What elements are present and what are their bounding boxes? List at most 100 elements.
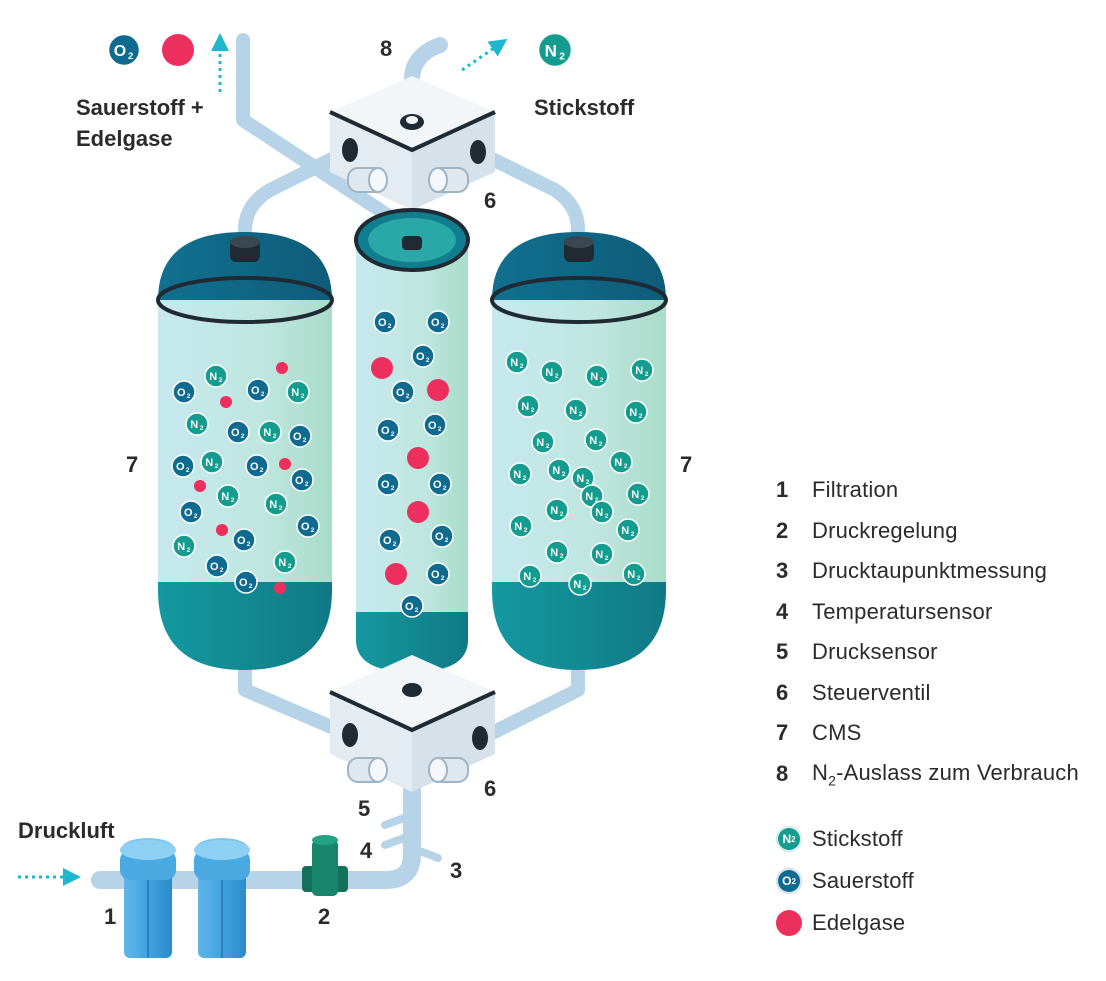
svg-text:N: N — [209, 371, 217, 383]
sensor-5-stub — [381, 811, 416, 829]
svg-text:2: 2 — [220, 567, 224, 574]
label-num-3: 3 — [450, 858, 462, 883]
legend-number: 6 — [776, 679, 789, 705]
svg-text:N: N — [569, 405, 577, 417]
svg-text:O: O — [239, 577, 248, 589]
edelgas-molecule — [427, 379, 449, 401]
svg-text:2: 2 — [303, 437, 307, 444]
svg-text:2: 2 — [645, 371, 649, 378]
legend-number: 3 — [776, 558, 789, 584]
svg-text:O: O — [295, 475, 304, 487]
label-num-2: 2 — [318, 904, 330, 929]
pipe-bottom-right — [475, 663, 585, 745]
svg-text:2: 2 — [219, 377, 223, 384]
svg-text:2: 2 — [301, 393, 305, 400]
port-right — [470, 140, 486, 164]
svg-text:O: O — [251, 385, 260, 397]
svg-text:2: 2 — [641, 495, 645, 502]
edelgas-molecule — [371, 357, 393, 379]
svg-text:2: 2 — [546, 443, 550, 450]
svg-text:N: N — [585, 491, 593, 503]
pressure-regulator — [302, 835, 348, 896]
svg-text:2: 2 — [586, 479, 590, 486]
label-num-7-right: 7 — [680, 452, 692, 477]
svg-text:O: O — [435, 531, 444, 543]
legend-item-6: 6 Steuerventil — [776, 673, 1096, 714]
svg-text:2: 2 — [247, 541, 251, 548]
svg-text:2: 2 — [406, 393, 410, 400]
filter-right — [194, 838, 250, 958]
svg-text:O: O — [177, 387, 186, 399]
legend-text-post: -Auslass zum Verbrauch — [836, 759, 1079, 785]
svg-text:2: 2 — [441, 323, 445, 330]
svg-text:O: O — [383, 535, 392, 547]
svg-text:2: 2 — [637, 575, 641, 582]
label-sauerstoff-plus: Sauerstoff + — [76, 95, 204, 120]
svg-text:2: 2 — [523, 475, 527, 482]
bottom-valve-block — [329, 655, 496, 792]
svg-text:N: N — [576, 473, 584, 485]
legend-text: Steuerventil — [812, 679, 931, 705]
svg-text:N: N — [177, 541, 185, 553]
label-num-5: 5 — [358, 796, 370, 821]
steuerventil-bottom-left — [347, 757, 388, 783]
label-num-1: 1 — [104, 904, 116, 929]
svg-text:2: 2 — [241, 433, 245, 440]
edelgas-molecule — [407, 501, 429, 523]
legend-key-text: Edelgase — [812, 910, 906, 935]
svg-text:N: N — [590, 371, 598, 383]
steuerventil-bottom-right — [428, 757, 469, 783]
svg-text:2: 2 — [562, 471, 566, 478]
svg-text:2: 2 — [605, 555, 609, 562]
svg-text:O: O — [114, 43, 126, 60]
svg-text:O: O — [250, 461, 259, 473]
svg-text:2: 2 — [415, 607, 419, 614]
svg-text:O: O — [396, 387, 405, 399]
edelgas-molecule — [407, 447, 429, 469]
svg-text:N: N — [629, 407, 637, 419]
edelgas-molecule — [194, 480, 206, 492]
svg-text:2: 2 — [260, 467, 264, 474]
svg-text:2: 2 — [605, 513, 609, 520]
legend-text: Filtration — [812, 477, 899, 503]
svg-text:N: N — [552, 465, 560, 477]
svg-text:2: 2 — [560, 511, 564, 518]
svg-text:2: 2 — [441, 575, 445, 582]
legend-item-7: 7 CMS — [776, 713, 1096, 754]
svg-text:2: 2 — [249, 583, 253, 590]
svg-text:N: N — [221, 491, 229, 503]
svg-text:2: 2 — [426, 357, 430, 364]
legend-item-3: 3 Drucktaupunktmessung — [776, 551, 1096, 592]
legend-item-5: 5 Drucksensor — [776, 632, 1096, 673]
pipe-supply — [91, 781, 421, 889]
label-num-6-top: 6 — [484, 188, 496, 213]
svg-text:2: 2 — [311, 527, 315, 534]
svg-text:N: N — [523, 571, 531, 583]
svg-text:N: N — [510, 357, 518, 369]
svg-text:2: 2 — [273, 433, 277, 440]
svg-text:2: 2 — [520, 363, 524, 370]
legend-item-8: 8 N2-Auslass zum Verbrauch — [776, 754, 1096, 795]
svg-text:2: 2 — [600, 377, 604, 384]
label-num-6-bottom: 6 — [484, 776, 496, 801]
